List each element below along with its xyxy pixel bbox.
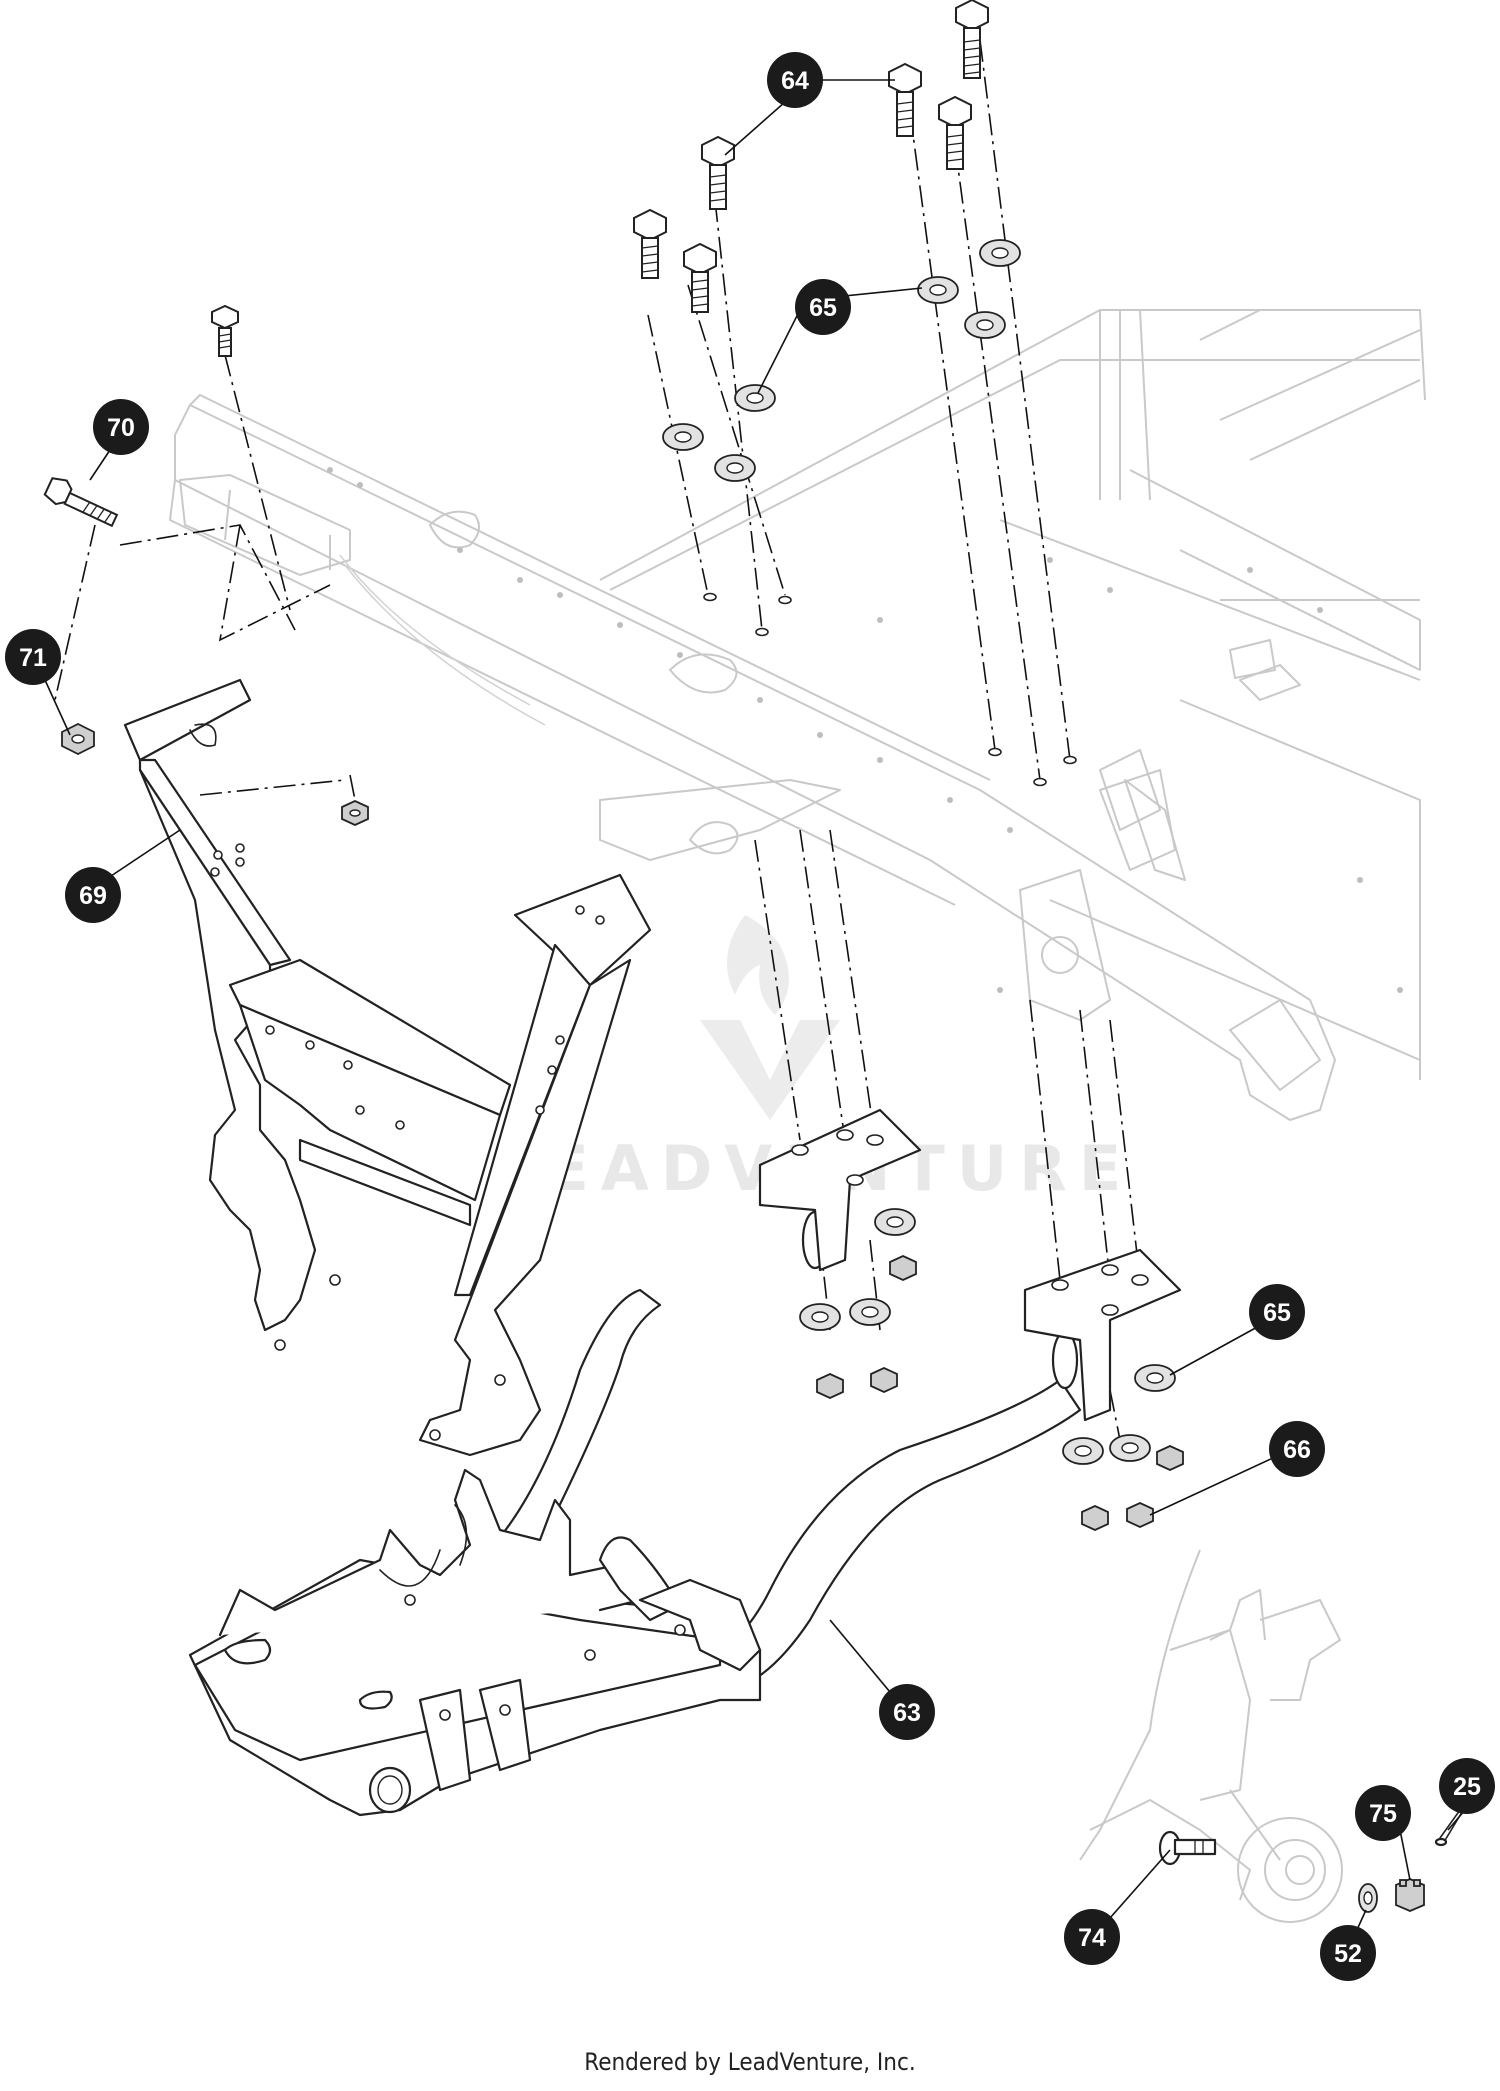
washer-icon	[1109, 1434, 1151, 1462]
svg-text:66: 66	[1283, 1436, 1311, 1464]
callout-71[interactable]: 71	[5, 629, 61, 685]
svg-text:75: 75	[1369, 1800, 1397, 1828]
callout-69[interactable]: 69	[65, 867, 121, 923]
footer-credit: Rendered by LeadVenture, Inc.	[584, 2048, 916, 2076]
washer-icon	[714, 454, 756, 482]
washer-icon	[662, 423, 704, 451]
callout-66[interactable]: 66	[1269, 1421, 1325, 1477]
watermark-v-icon	[700, 1020, 840, 1120]
nut-icon	[1156, 1445, 1184, 1471]
watermark-flame-icon	[727, 915, 789, 1015]
nut-icon	[1081, 1505, 1109, 1531]
callout-25[interactable]: 25	[1439, 1758, 1495, 1814]
callout-63[interactable]: 63	[879, 1684, 935, 1740]
nut-icon	[870, 1367, 898, 1393]
washer-icon	[964, 311, 1006, 339]
callout-65-top[interactable]: 65	[795, 279, 851, 335]
alignment-lines	[54, 39, 1141, 1441]
bolt-icon	[211, 304, 239, 357]
svg-text:52: 52	[1334, 1940, 1362, 1968]
washer-icon	[979, 239, 1021, 267]
washer-icon	[799, 1303, 841, 1331]
bolts-64	[43, 0, 989, 528]
washer-icon	[734, 384, 776, 412]
mount-hardware-lower	[799, 1208, 1184, 1531]
svg-text:64: 64	[781, 67, 809, 95]
front-bracket-69	[123, 678, 652, 1457]
svg-text:69: 69	[79, 882, 107, 910]
chassis-frame-ghost	[169, 309, 1426, 1121]
callouts: 64 65 70 71 69 65 66 63 25 75 74 52	[5, 52, 1495, 1981]
svg-text:70: 70	[107, 414, 135, 442]
washer-icon	[1134, 1364, 1176, 1392]
bolt-icon	[633, 208, 667, 279]
callout-65-right[interactable]: 65	[1249, 1284, 1305, 1340]
washer-icon	[874, 1208, 916, 1236]
castle-nut-75	[1395, 1878, 1425, 1912]
washers-65-top	[662, 239, 1021, 482]
washer-icon	[849, 1298, 891, 1326]
callout-74[interactable]: 74	[1064, 1909, 1120, 1965]
nut-icon	[816, 1373, 844, 1399]
svg-text:74: 74	[1078, 1924, 1106, 1952]
nut-71	[61, 722, 95, 756]
svg-text:71: 71	[19, 644, 47, 672]
washer-52	[1358, 1883, 1378, 1913]
bolt-icon	[938, 95, 972, 170]
nut-icon	[341, 800, 369, 826]
nut-icon	[889, 1255, 917, 1281]
svg-text:65: 65	[809, 294, 837, 322]
svg-text:65: 65	[1263, 1299, 1291, 1327]
bolt-icon	[955, 0, 989, 79]
bolt-icon	[683, 242, 717, 313]
cross-member-63	[188, 1108, 1182, 1817]
bolt-icon	[701, 135, 735, 210]
flange-bolt-icon	[43, 477, 119, 528]
svg-text:25: 25	[1453, 1773, 1481, 1801]
callout-64[interactable]: 64	[767, 52, 823, 108]
spindle-hub-inset	[1079, 1549, 1464, 1923]
washer-icon	[1062, 1437, 1104, 1465]
cotter-pin-25	[1434, 1806, 1464, 1847]
frame-holes	[703, 592, 1077, 787]
svg-text:63: 63	[893, 1699, 921, 1727]
callout-52[interactable]: 52	[1320, 1925, 1376, 1981]
nut-icon	[1126, 1502, 1154, 1528]
bolt-icon	[888, 62, 922, 137]
spindle-bolt-74	[1158, 1830, 1217, 1866]
washer-icon	[917, 276, 959, 304]
callout-70[interactable]: 70	[93, 399, 149, 455]
callout-75[interactable]: 75	[1355, 1785, 1411, 1841]
